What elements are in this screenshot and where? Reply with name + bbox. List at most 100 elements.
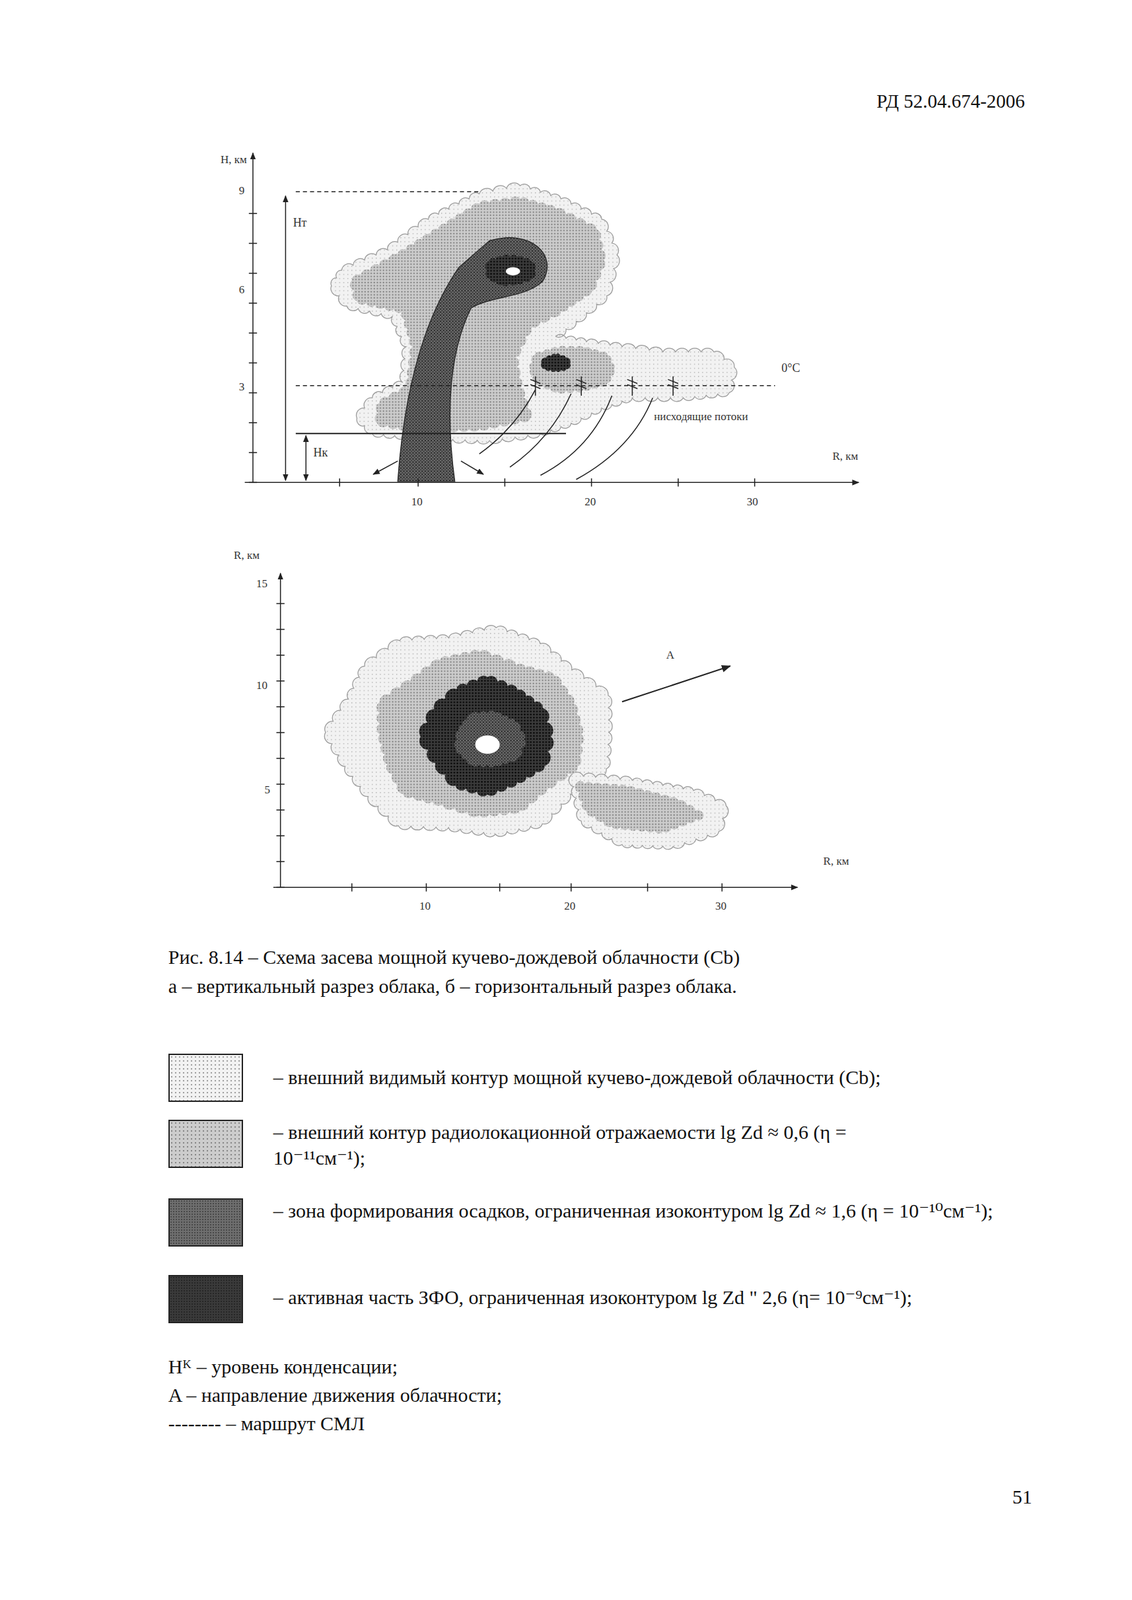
aircraft-route xyxy=(295,191,480,193)
visible-cloud-contour xyxy=(324,625,613,837)
dimension-label: Hт xyxy=(291,215,309,231)
tick-label: 3 xyxy=(237,380,247,394)
isotherm-label: 0°C xyxy=(779,361,802,376)
tick-label: 10 xyxy=(410,495,425,509)
axis-tick xyxy=(276,706,284,708)
axis-label: R, км xyxy=(232,548,261,563)
axis-tick xyxy=(754,478,756,487)
axis-label: H, км xyxy=(219,153,249,167)
legend-text: – активная часть ЗФО, ограниченная изоко… xyxy=(273,1283,913,1310)
axis-tick xyxy=(248,212,257,214)
page-header: РД 52.04.674-2006 xyxy=(876,89,1026,113)
tick-label: 10 xyxy=(418,899,432,913)
seeding-mark xyxy=(627,379,638,384)
radar-contour xyxy=(350,196,606,433)
axis-tick xyxy=(248,362,257,364)
precipitation-zone xyxy=(397,237,547,482)
active-zone xyxy=(485,254,536,286)
tick-label: 30 xyxy=(713,899,728,913)
axis-tick xyxy=(276,783,284,785)
flow-label: нисходящие потоки xyxy=(652,410,749,424)
axis-tick xyxy=(276,809,284,811)
seeding-mark xyxy=(530,384,541,389)
active-zone xyxy=(540,353,571,372)
active-zone xyxy=(454,710,526,767)
active-zone xyxy=(540,353,571,372)
axis-tick xyxy=(248,272,257,275)
tick-label: 20 xyxy=(583,495,598,509)
active-zone xyxy=(485,254,536,286)
axis-tick xyxy=(276,860,284,862)
flow-arrow xyxy=(460,460,484,475)
downdraft-line xyxy=(575,397,653,480)
seeding-mark xyxy=(667,379,678,384)
legend-swatch xyxy=(168,1119,244,1168)
axis-tick xyxy=(276,886,284,889)
axis-tick xyxy=(417,478,419,487)
axis-label: R, км xyxy=(830,449,860,463)
radar-contour xyxy=(574,781,704,834)
axis-label: R, км xyxy=(822,854,851,868)
figure-caption: Рис. 8.14 – Схема засева мощной кучево-д… xyxy=(168,945,740,969)
height-arrow xyxy=(285,195,287,481)
axis-tick xyxy=(248,243,257,245)
axis-tick xyxy=(351,883,353,891)
seeding-mark xyxy=(575,384,586,389)
radar-contour xyxy=(376,649,584,818)
seeding-mark xyxy=(667,384,678,389)
y-axis xyxy=(252,153,254,483)
axis-tick xyxy=(425,883,428,891)
axis-tick xyxy=(248,302,257,304)
axis-tick xyxy=(276,602,284,605)
axis-tick xyxy=(504,478,506,487)
visible-cloud-contour xyxy=(568,772,728,850)
visible-cloud-contour xyxy=(324,625,613,837)
active-zone-core xyxy=(475,735,500,754)
visible-cloud-contour xyxy=(568,772,728,850)
note: Hᴷ – уровень конденсации; xyxy=(168,1354,398,1379)
axis-tick xyxy=(276,628,284,631)
caption-line: а – вертикальный разрез облака, б – гори… xyxy=(168,974,738,998)
flow-arrow xyxy=(373,460,398,475)
condensation-level xyxy=(295,432,566,434)
tick-label: 30 xyxy=(745,495,760,509)
dimension-label: Hк xyxy=(312,445,330,461)
radar-contour xyxy=(529,346,615,394)
legend-text: – внешний контур радиолокационной отража… xyxy=(273,1118,937,1171)
axis-tick xyxy=(677,478,679,487)
note: A – направление движения облачности; xyxy=(168,1382,502,1407)
radar-contour xyxy=(574,781,704,834)
precipitation-zone xyxy=(419,675,555,797)
precipitation-zone xyxy=(397,237,547,482)
active-zone-core xyxy=(505,267,521,276)
axis-tick xyxy=(248,451,257,454)
axis-tick xyxy=(721,883,723,891)
page-number: 51 xyxy=(1012,1484,1033,1509)
tick-label: 6 xyxy=(237,283,247,297)
tick-label: 15 xyxy=(254,577,269,591)
active-zone xyxy=(454,710,526,767)
axis-tick xyxy=(276,834,284,837)
axis-tick xyxy=(248,422,257,424)
note: -------- – маршрут СМЛ xyxy=(168,1411,365,1436)
axis-tick xyxy=(591,478,593,487)
axis-tick xyxy=(570,883,572,891)
tick-label: 10 xyxy=(254,678,269,693)
axis-tick xyxy=(647,883,649,891)
tick-label: 9 xyxy=(237,184,247,198)
seeding-mark xyxy=(530,379,541,384)
legend-swatch xyxy=(168,1198,244,1247)
seeding-mark xyxy=(627,384,638,389)
height-arrow xyxy=(305,435,307,481)
downdraft-line xyxy=(509,393,572,467)
radar-contour xyxy=(376,649,584,818)
axis-tick xyxy=(248,392,257,394)
legend-text: – зона формирования осадков, ограниченна… xyxy=(273,1197,1008,1224)
legend-swatch xyxy=(168,1274,244,1323)
radar-contour xyxy=(350,196,606,433)
visible-cloud-contour xyxy=(330,182,738,444)
legend-text: – внешний видимый контур мощной кучево-д… xyxy=(273,1063,882,1090)
precipitation-zone xyxy=(419,675,555,797)
legend-swatch xyxy=(168,1053,244,1102)
axis-tick xyxy=(338,478,341,487)
